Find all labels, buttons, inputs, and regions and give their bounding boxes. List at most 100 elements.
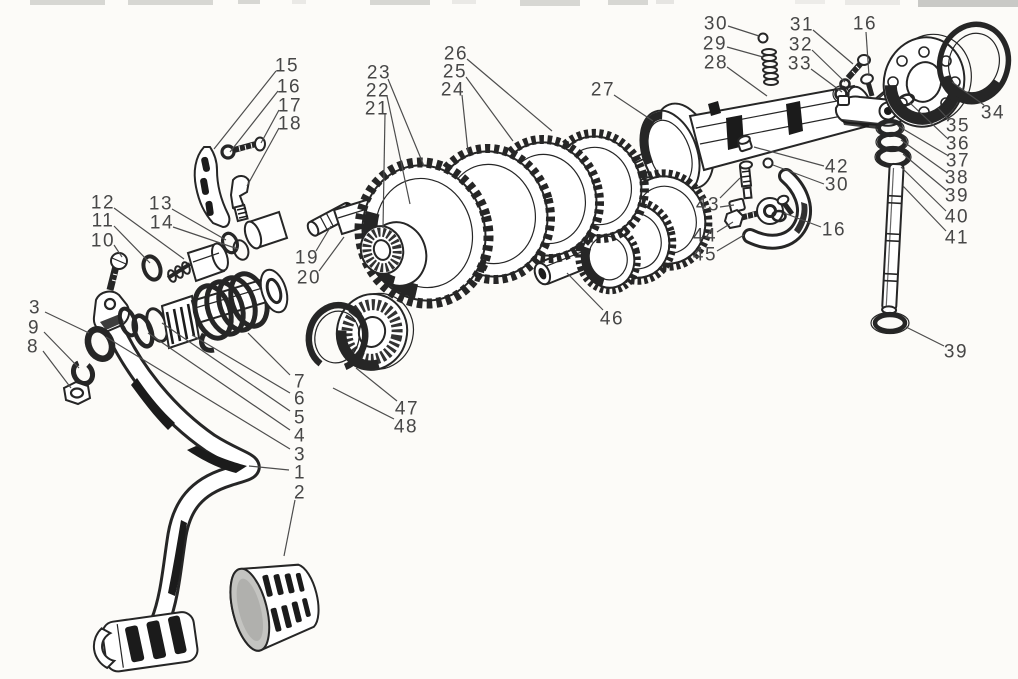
leader-line-43 xyxy=(719,204,735,208)
leader-line-48 xyxy=(332,387,395,420)
callout-38: 38 xyxy=(945,168,969,189)
callout-6: 6 xyxy=(294,389,306,410)
hex-nut-8 xyxy=(62,380,92,406)
leader-line-21 xyxy=(382,113,386,229)
callout-27: 27 xyxy=(591,80,615,101)
lever-clamp-boss xyxy=(92,611,199,673)
bolt-10 xyxy=(106,252,128,291)
leader-line-2 xyxy=(283,499,296,557)
leader-line-10 xyxy=(113,244,123,258)
kickstart-rubber xyxy=(229,563,320,652)
scan-smudge-marks xyxy=(30,0,1018,7)
leader-line-42 xyxy=(753,146,825,167)
leader-line-41 xyxy=(902,185,947,232)
callout-25: 25 xyxy=(443,62,467,83)
callout-21: 21 xyxy=(365,99,389,120)
leader-line-33 xyxy=(810,68,843,93)
leader-line-30 xyxy=(727,25,760,37)
eyelet-16 xyxy=(220,144,236,160)
callout-35: 35 xyxy=(946,116,970,137)
leader-line-27 xyxy=(613,94,654,122)
leader-line-13 xyxy=(171,208,227,241)
leader-line-34 xyxy=(951,81,985,106)
callout-17: 17 xyxy=(278,96,302,117)
leader-line-26 xyxy=(466,58,553,132)
callout-37: 37 xyxy=(946,151,970,172)
leader-line-44 xyxy=(716,221,734,233)
callout-20: 20 xyxy=(297,268,321,289)
callout-16: 16 xyxy=(822,220,846,241)
leader-line-35 xyxy=(937,107,949,120)
leader-line-22 xyxy=(386,95,411,205)
leader-line-25 xyxy=(465,76,514,142)
callout-29: 29 xyxy=(703,34,727,55)
leader-line-14 xyxy=(172,226,239,250)
callout-47: 47 xyxy=(395,399,419,420)
selector-fork-45 xyxy=(742,168,812,250)
callout-11: 11 xyxy=(92,211,115,232)
callout-34: 34 xyxy=(981,103,1005,124)
callout-10: 10 xyxy=(91,231,115,252)
leader-line-30 xyxy=(772,164,825,185)
callout-5: 5 xyxy=(294,408,306,429)
callout-31: 31 xyxy=(790,15,814,36)
callout-43: 43 xyxy=(696,195,720,216)
callout-39: 39 xyxy=(945,186,969,207)
spring-washer-9 xyxy=(70,359,96,387)
callout-4: 4 xyxy=(294,426,306,447)
callout-30: 30 xyxy=(704,14,728,35)
leader-line-17 xyxy=(260,109,280,144)
callout-36: 36 xyxy=(946,134,970,155)
leader-line-40 xyxy=(900,166,947,212)
leader-line-43 xyxy=(719,177,741,199)
leader-line-23 xyxy=(387,78,425,167)
leader-line-39 xyxy=(905,326,945,347)
leader-line-12 xyxy=(113,207,185,260)
detent-spring-29 xyxy=(761,48,779,86)
detent-ball-30 xyxy=(757,32,769,44)
adjuster-screw-12 xyxy=(166,261,192,283)
callout-19: 19 xyxy=(295,248,319,269)
needle-bearing-21 xyxy=(359,225,405,275)
leader-line-9 xyxy=(43,331,80,369)
washer-32 xyxy=(839,78,851,90)
leader-line-18 xyxy=(246,127,280,187)
leader-line-15 xyxy=(213,70,277,150)
leader-line-16 xyxy=(229,90,279,153)
stop-barrel xyxy=(243,210,289,250)
leader-line-3 xyxy=(44,311,90,334)
leader-line-5 xyxy=(161,322,291,412)
leader-line-11 xyxy=(113,225,151,264)
callout-30: 30 xyxy=(825,175,849,196)
callout-2: 2 xyxy=(294,483,306,504)
callout-28: 28 xyxy=(704,53,728,74)
leader-line-46 xyxy=(566,272,604,311)
detent-pawl-18 xyxy=(229,175,251,223)
leader-line-19 xyxy=(315,225,332,252)
kickstart-shaft-assembly xyxy=(117,268,289,353)
callout-24: 24 xyxy=(441,80,465,101)
leader-line-16 xyxy=(865,31,870,77)
fork-bolt-16 xyxy=(771,194,795,223)
callout-13: 13 xyxy=(149,194,173,215)
leader-line-20 xyxy=(318,236,345,272)
leader-line-8 xyxy=(42,350,72,389)
leader-line-38 xyxy=(900,139,947,173)
callout-8: 8 xyxy=(27,337,39,358)
callout-16: 16 xyxy=(277,77,301,98)
mainshaft-gear-cluster xyxy=(354,128,649,309)
leader-line-6 xyxy=(191,334,291,394)
detent-ball-30b xyxy=(762,157,774,169)
callout-42: 42 xyxy=(825,157,849,178)
bolt-31 xyxy=(845,54,871,80)
leader-line-24 xyxy=(461,94,469,153)
callout-44: 44 xyxy=(693,226,717,247)
callout-45: 45 xyxy=(693,245,717,266)
leader-line-47 xyxy=(355,367,398,402)
callout-18: 18 xyxy=(278,114,302,135)
callout-23: 23 xyxy=(367,63,391,84)
callout-12: 12 xyxy=(91,193,115,214)
